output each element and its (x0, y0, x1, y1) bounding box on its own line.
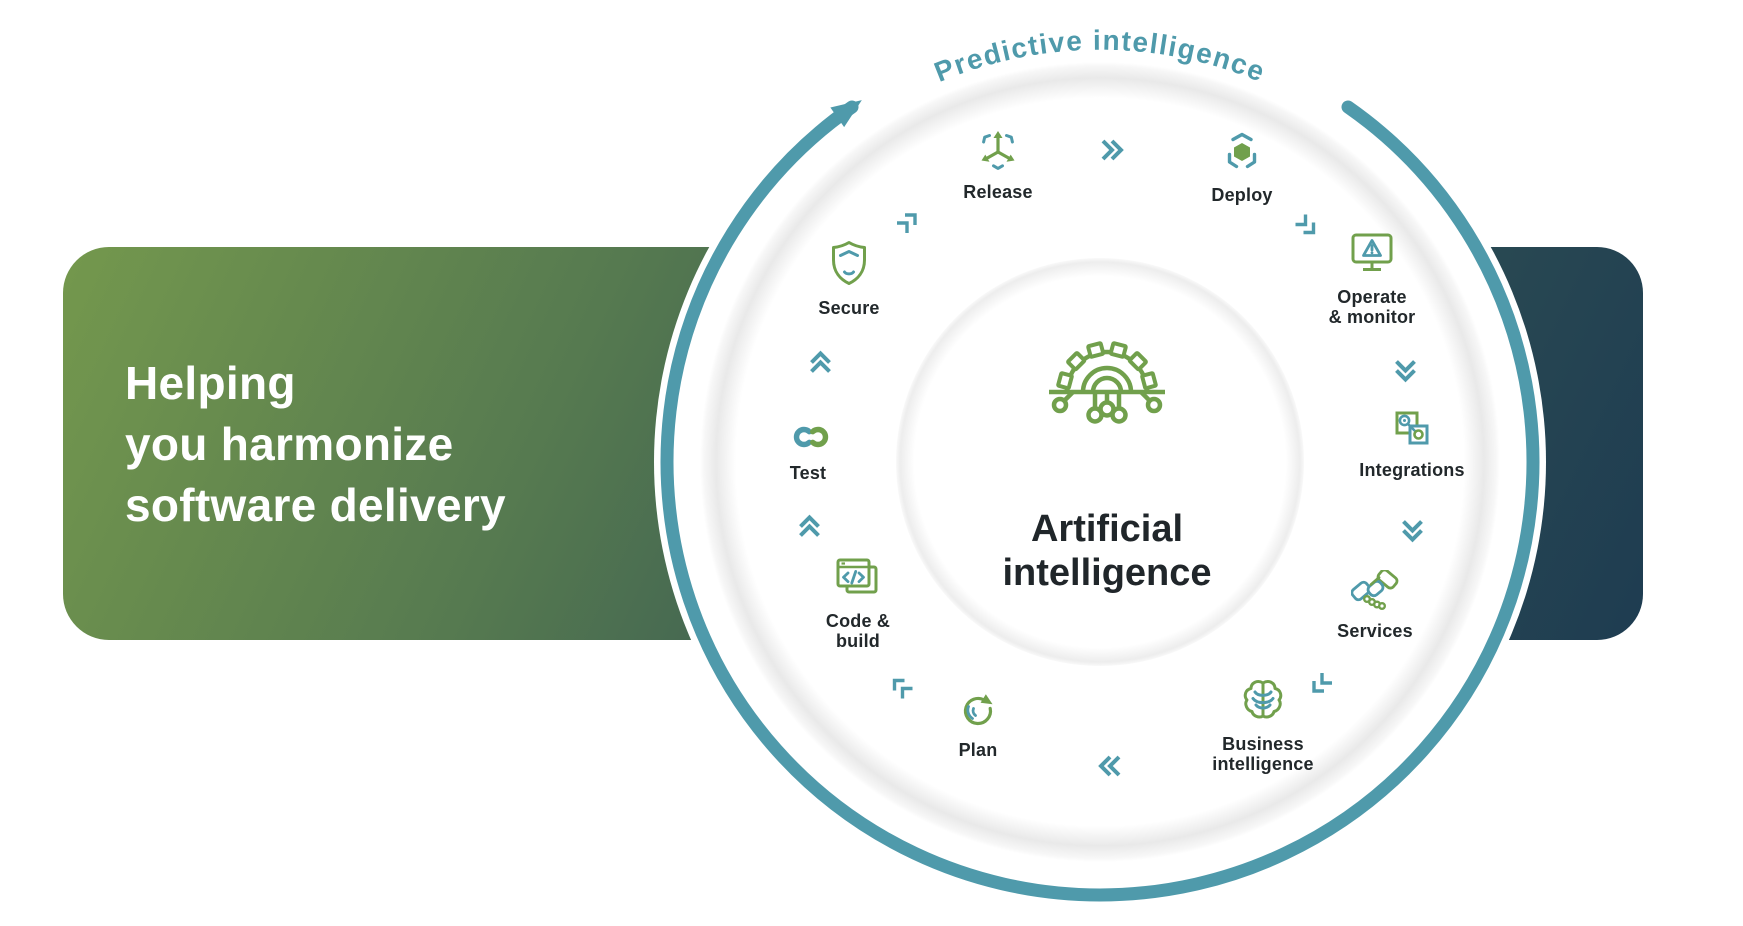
stage-deploy: Deploy (1162, 130, 1322, 205)
deploy-hexagon-icon (1220, 130, 1264, 179)
stage-label: Secure (818, 298, 880, 318)
circular-arrow-icon (959, 691, 997, 734)
ai-circuit-gear-icon (1039, 308, 1175, 449)
stage-code-build: Code & build (778, 556, 938, 651)
headline-text: Helping you harmonize software delivery (125, 353, 645, 536)
linked-loops-icon (787, 422, 829, 457)
linked-squares-icon (1391, 407, 1433, 454)
arc-arrowhead-icon (830, 100, 862, 128)
handshake-icon (1350, 568, 1399, 615)
brain-icon (1240, 677, 1286, 728)
stage-operate-monitor: Operate & monitor (1292, 230, 1452, 327)
double-chevron-down-icon (1394, 517, 1427, 545)
corner-arrow-left-up-icon (890, 676, 921, 702)
stage-label: Services (1337, 621, 1413, 641)
predictive-arc (660, 100, 1540, 902)
hub-label: Artificial intelligence (957, 507, 1257, 595)
hub-label-line2: intelligence (1002, 552, 1212, 594)
stage-label: Release (963, 182, 1033, 202)
code-window-icon (834, 556, 882, 605)
stage-services: Services (1295, 568, 1455, 641)
stage-release: Release (918, 127, 1078, 202)
shield-icon (828, 239, 870, 292)
double-chevron-left-icon (1096, 747, 1124, 780)
double-chevron-up-icon (796, 513, 829, 541)
hub-label-line1: Artificial (1030, 508, 1184, 550)
stage-test: Test (728, 422, 888, 483)
release-arrows-icon (976, 127, 1020, 176)
stage-label: Code & build (825, 611, 891, 651)
headline-line1: Helping (125, 357, 296, 409)
stage-label: Deploy (1211, 185, 1273, 205)
corner-arrow-up-right-icon (894, 210, 920, 241)
stage-secure: Secure (769, 239, 929, 318)
stage-plan: Plan (898, 691, 1058, 760)
stage-label: Integrations (1359, 460, 1465, 480)
hub-circle (896, 258, 1304, 666)
stage-label: Plan (958, 740, 998, 760)
double-chevron-right-icon (1098, 136, 1126, 169)
headline-line3: software delivery (125, 479, 506, 531)
double-chevron-down-icon (1387, 357, 1420, 385)
corner-arrow-down-left-icon (1309, 665, 1335, 696)
corner-arrow-right-down-icon (1288, 212, 1319, 238)
stage-label: Test (789, 463, 827, 483)
stage-integrations: Integrations (1332, 407, 1492, 480)
stage-label: Operate & monitor (1328, 287, 1416, 327)
stage-business-intelligence: Business intelligence (1183, 677, 1343, 774)
double-chevron-up-icon (807, 349, 840, 377)
stage-label: Business intelligence (1212, 734, 1314, 774)
headline-line2: you harmonize (125, 418, 454, 470)
monitor-alert-icon (1348, 230, 1396, 281)
